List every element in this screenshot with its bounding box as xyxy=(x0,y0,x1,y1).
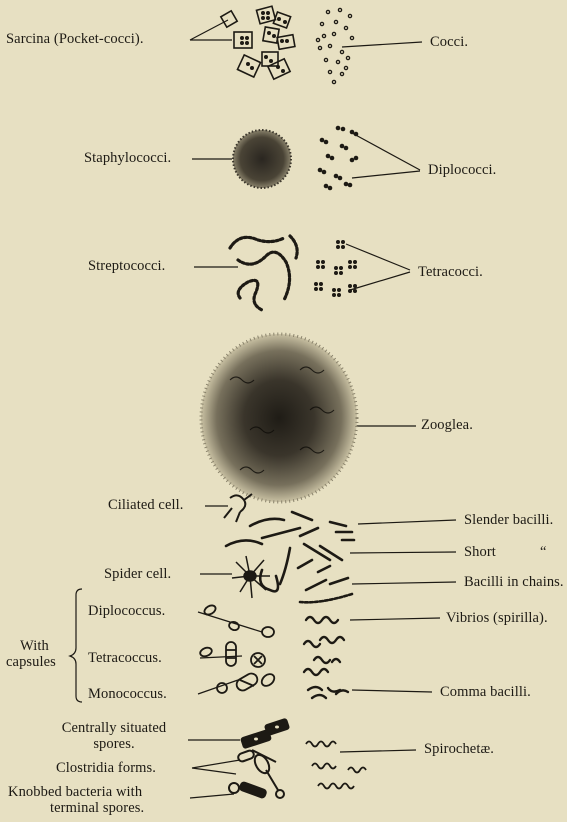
label-clostridia: Clostridia forms. xyxy=(56,760,156,777)
leader-slender xyxy=(358,520,456,524)
bacilli-drawing xyxy=(226,512,354,602)
label-diplococci: Diplococci. xyxy=(428,162,496,179)
label-spirochetae: Spirochetæ. xyxy=(424,741,494,758)
label-capsule-tetracoccus: Tetracoccus. xyxy=(88,650,162,667)
leader-cocci xyxy=(342,42,422,47)
spores-drawing xyxy=(229,719,289,798)
leader-vibrios xyxy=(350,618,440,620)
staphylococci-drawing xyxy=(233,130,291,188)
leader-comma xyxy=(352,690,432,692)
leader-sarcina xyxy=(190,20,232,40)
label-ciliated-cell: Ciliated cell. xyxy=(108,497,184,514)
label-knobbed-2: terminal spores. xyxy=(50,800,144,817)
label-centrally-situated-1: Centrally situated xyxy=(44,720,184,737)
label-slender-bacilli: Slender bacilli. xyxy=(464,512,553,529)
leader-clostridia xyxy=(192,760,240,774)
sarcina-dots xyxy=(240,11,289,73)
sarcina-drawing xyxy=(221,6,295,79)
zooglea-drawing xyxy=(201,334,357,502)
label-short: Short xyxy=(464,544,496,561)
spirochetae-drawing xyxy=(306,742,366,789)
tetracocci-drawing xyxy=(314,240,357,297)
streptococci-drawing xyxy=(230,236,297,310)
label-spider-cell: Spider cell. xyxy=(104,566,171,583)
label-bacilli-in-chains: Bacilli in chains. xyxy=(464,574,564,591)
ciliated-cell-drawing xyxy=(224,494,252,522)
label-zooglea: Zooglea. xyxy=(421,417,473,434)
label-cocci: Cocci. xyxy=(430,34,468,51)
comma-bacilli-drawing xyxy=(308,687,348,698)
label-comma-bacilli: Comma bacilli. xyxy=(440,684,531,701)
cocci-drawing xyxy=(316,8,353,83)
label-capsules: capsules xyxy=(6,654,56,671)
label-capsule-monococcus: Monococcus. xyxy=(88,686,167,703)
vibrios-drawing xyxy=(304,617,344,675)
label-short-ditto: “ xyxy=(540,544,547,561)
leader-diplococci xyxy=(352,133,420,178)
leader-knobbed xyxy=(190,794,234,798)
label-capsule-diplococcus: Diplococcus. xyxy=(88,603,165,620)
diplococci-drawing xyxy=(318,126,359,191)
leader-short xyxy=(350,552,456,553)
spider-cell-drawing xyxy=(232,556,270,598)
label-tetracocci: Tetracocci. xyxy=(418,264,483,281)
label-centrally-situated-2: spores. xyxy=(44,736,184,753)
label-knobbed-1: Knobbed bacteria with xyxy=(8,784,142,801)
leader-chains xyxy=(352,582,456,584)
label-vibrios: Vibrios (spirilla). xyxy=(446,610,548,627)
label-sarcina: Sarcina (Pocket-cocci). xyxy=(6,31,144,48)
brace-capsules xyxy=(70,589,82,702)
label-with: With xyxy=(20,638,49,655)
label-staphylococci: Staphylococci. xyxy=(84,150,171,167)
label-streptococci: Streptococci. xyxy=(88,258,165,275)
leader-spiro xyxy=(340,750,416,752)
